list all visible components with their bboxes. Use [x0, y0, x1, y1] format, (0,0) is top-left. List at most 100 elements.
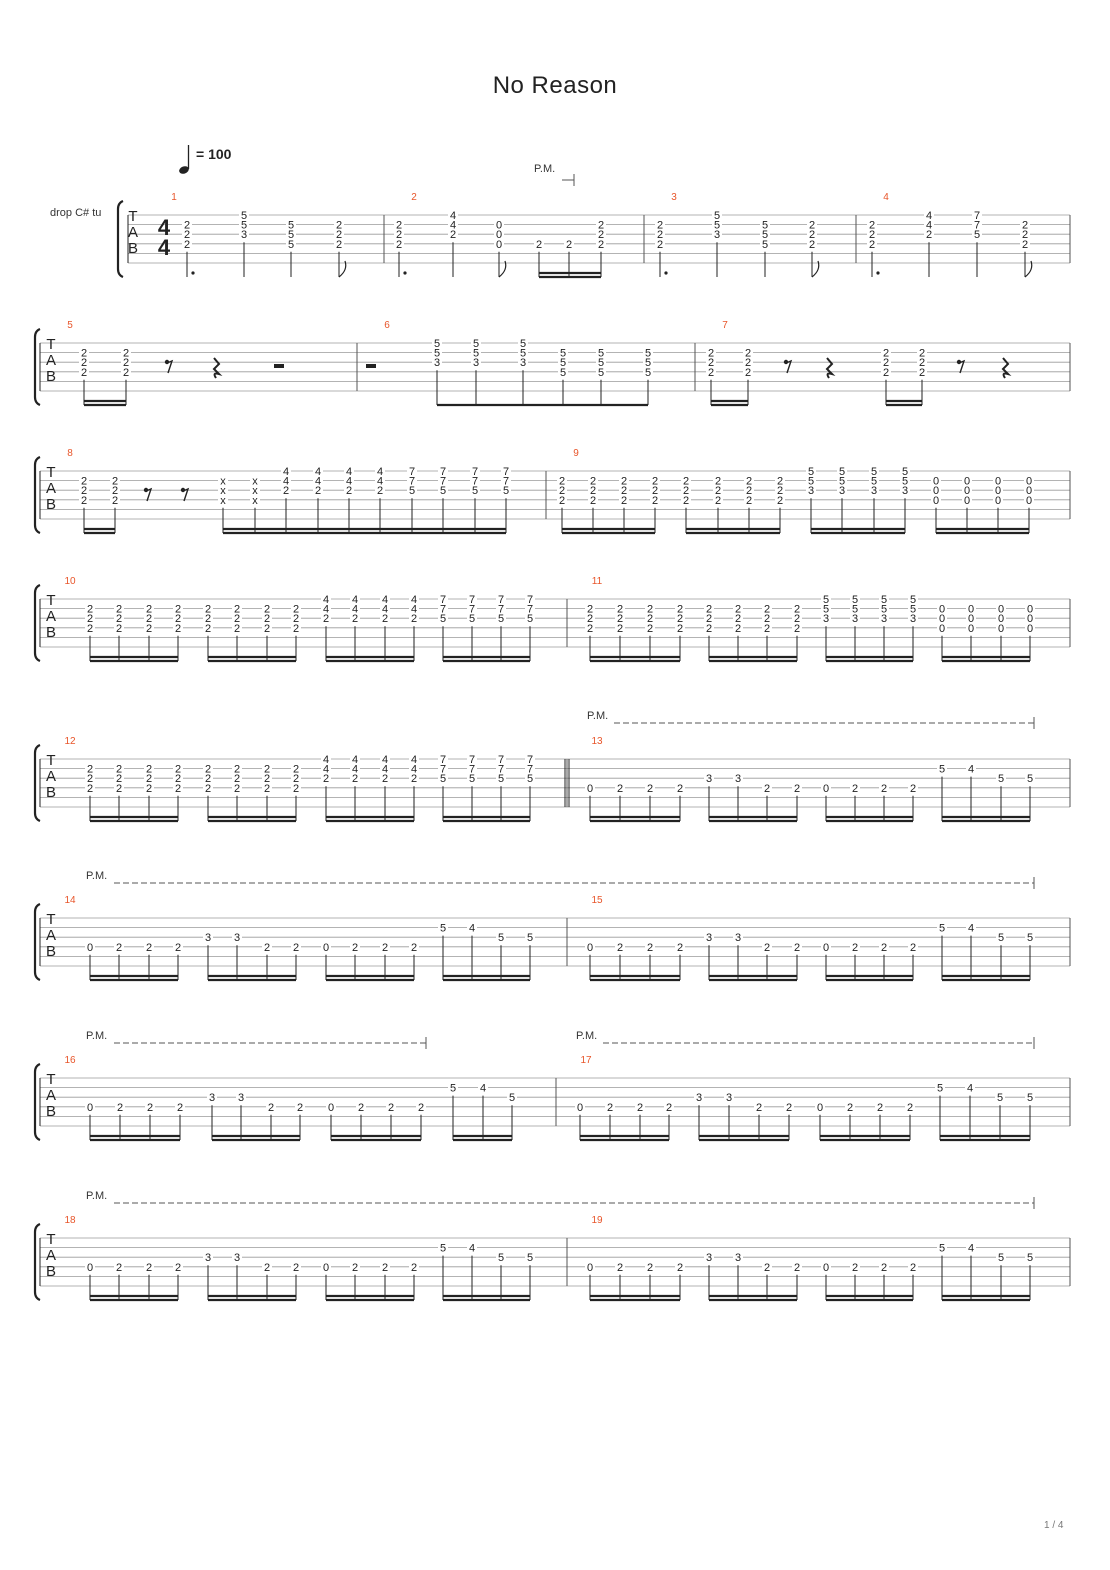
fret-number: 2	[598, 239, 604, 251]
tuning-label: drop C# tu	[50, 207, 102, 219]
fret-number: 5	[434, 348, 440, 360]
fret-mask	[966, 763, 976, 774]
fret-number: 7	[469, 754, 475, 766]
fret-mask	[655, 238, 665, 249]
fret-number: 5	[527, 932, 533, 944]
fret-mask	[931, 475, 941, 486]
fret-number: 2	[147, 1102, 153, 1114]
palm-mute-label: P.M.	[587, 710, 608, 722]
fret-mask	[1025, 613, 1035, 624]
fret-number: 2	[146, 623, 152, 635]
fret-mask	[321, 763, 331, 774]
fret-mask	[394, 238, 404, 249]
fret-mask	[144, 613, 154, 624]
fret-number: 2	[87, 764, 93, 776]
fret-number: 5	[808, 466, 814, 478]
fret-mask	[144, 773, 154, 784]
fret-mask	[615, 782, 625, 793]
fret-number: 3	[205, 932, 211, 944]
fret-number: 2	[764, 623, 770, 635]
fret-mask	[917, 357, 927, 368]
fret-number: 2	[382, 613, 388, 625]
flag	[498, 260, 507, 278]
fret-mask	[996, 773, 1006, 784]
fret-number: 3	[473, 357, 479, 369]
fret-mask	[496, 754, 506, 764]
tab-clef-letter: T	[46, 911, 55, 928]
fret-mask	[85, 941, 95, 952]
fret-mask	[762, 622, 772, 633]
fret-mask	[232, 932, 242, 943]
dot	[191, 271, 195, 275]
fret-mask	[407, 475, 417, 486]
fret-number: 2	[794, 604, 800, 616]
fret-number: 7	[440, 604, 446, 616]
fret-mask	[85, 763, 95, 774]
fret-mask	[173, 773, 183, 784]
fret-mask	[203, 782, 213, 793]
fret-mask	[79, 494, 89, 505]
fret-number: 5	[939, 1243, 945, 1255]
fret-mask	[144, 763, 154, 774]
fret-number: 2	[652, 495, 658, 507]
fret-mask	[869, 475, 879, 486]
fret-mask	[471, 357, 481, 368]
fret-number: 5	[998, 1252, 1004, 1264]
fret-number: 7	[440, 466, 446, 478]
fret-mask	[203, 603, 213, 614]
dot	[876, 271, 880, 275]
fret-mask	[496, 932, 506, 943]
fret-mask	[467, 754, 477, 764]
fret-mask	[407, 485, 417, 496]
fret-mask	[416, 1101, 426, 1112]
fret-mask	[173, 941, 183, 952]
fret-number: 2	[677, 604, 683, 616]
fret-number: 4	[411, 754, 417, 766]
fret-mask	[867, 219, 877, 230]
fret-number: 2	[764, 604, 770, 616]
fret-number: 5	[560, 367, 566, 379]
fret-number: 2	[184, 239, 190, 251]
fret-mask	[467, 594, 477, 604]
fret-mask	[821, 1261, 831, 1272]
fret-mask	[724, 1092, 734, 1103]
measure-number: 18	[64, 1215, 76, 1226]
fret-mask	[518, 357, 528, 368]
fret-mask	[115, 1101, 125, 1112]
fret-number: 2	[382, 1262, 388, 1274]
fret-number: 4	[323, 754, 329, 766]
fret-number: 2	[708, 367, 714, 379]
fret-mask	[962, 485, 972, 496]
fret-number: 2	[175, 764, 181, 776]
fret-mask	[996, 1252, 1006, 1263]
fret-number: 4	[315, 466, 321, 478]
fret-mask	[501, 485, 511, 496]
fret-mask	[496, 603, 506, 614]
fret-number: 2	[293, 613, 299, 625]
fret-mask	[966, 1242, 976, 1253]
fret-number: 2	[315, 485, 321, 497]
fret-number: 0	[87, 1102, 93, 1114]
fret-mask	[321, 941, 331, 952]
fret-mask	[650, 485, 660, 496]
tempo-marking: = 100	[196, 146, 232, 162]
fret-mask	[313, 466, 323, 476]
tab-clef-letter: B	[128, 240, 138, 257]
fret-mask	[806, 485, 816, 496]
fret-number: 2	[146, 942, 152, 954]
fret-mask	[321, 754, 331, 764]
fret-mask	[881, 366, 891, 377]
fret-mask	[501, 466, 511, 476]
fret-number: x	[252, 495, 258, 507]
fret-number: 2	[116, 1262, 122, 1274]
fret-number: 2	[81, 357, 87, 369]
fret-number: 5	[527, 613, 533, 625]
fret-number: 0	[87, 1262, 93, 1274]
fret-number: 0	[998, 623, 1004, 635]
fret-number: 5	[808, 476, 814, 488]
fret-number: 2	[746, 485, 752, 497]
fret-mask	[596, 238, 606, 249]
fret-mask	[496, 594, 506, 604]
fret-mask	[821, 594, 831, 604]
fret-number: 2	[117, 1102, 123, 1114]
